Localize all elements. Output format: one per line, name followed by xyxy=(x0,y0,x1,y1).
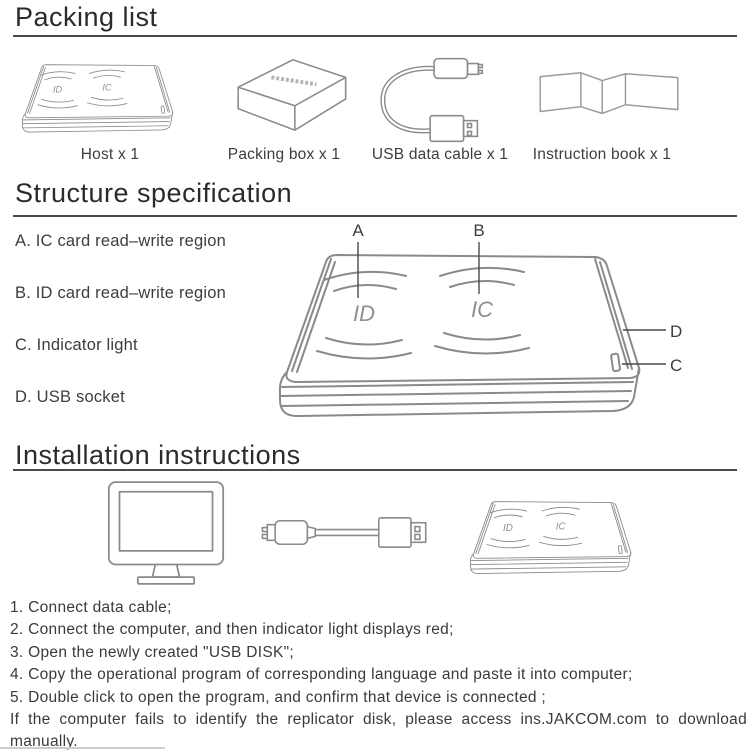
installation-step-1: 1. Connect data cable; xyxy=(10,599,172,616)
callout-c: C xyxy=(670,356,682,375)
usb-cable-figure xyxy=(380,57,484,143)
callout-b: B xyxy=(473,221,484,240)
instruction-book-caption: Instruction book x 1 xyxy=(532,146,672,163)
structure-label-a: A. IC card read–write region xyxy=(15,232,227,250)
installation-step-3: 3. Open the newly created "USB DISK"; xyxy=(10,643,295,661)
section-divider xyxy=(13,469,737,471)
installation-steps: 1. Connect data cable; 2. Connect the co… xyxy=(10,597,747,750)
device-figure xyxy=(470,486,662,582)
host-caption: Host x 1 xyxy=(80,146,140,163)
section-divider xyxy=(13,35,737,37)
callout-a: A xyxy=(352,221,364,240)
packing-box-caption: Packing box x 1 xyxy=(227,146,341,163)
packing-list-title: Packing list xyxy=(15,2,158,32)
callout-d: D xyxy=(670,322,682,341)
data-cable-figure xyxy=(261,517,427,548)
installation-step-4: 4. Copy the operational program of corre… xyxy=(10,666,633,684)
monitor-figure xyxy=(107,481,225,585)
installation-step-2: 2. Connect the computer, and then indica… xyxy=(10,621,454,639)
structure-label-b: B. ID card read–write region xyxy=(15,284,227,302)
structure-label-d: D. USB socket xyxy=(15,388,125,406)
installation-note: If the computer fails to identify the re… xyxy=(10,711,747,750)
packing-box-figure xyxy=(237,59,347,131)
usb-cable-caption: USB data cable x 1 xyxy=(371,146,509,163)
host-figure xyxy=(22,50,202,140)
installation-step-5: 5. Double click to open the program, and… xyxy=(10,688,547,706)
structure-label-c: C. Indicator light xyxy=(15,336,138,354)
structure-diagram: A B D C xyxy=(278,221,682,435)
box-print-text xyxy=(271,75,317,87)
instruction-book-figure xyxy=(539,72,679,115)
section-divider xyxy=(13,215,737,217)
callout-lines xyxy=(357,242,666,365)
installation-instructions-title: Installation instructions xyxy=(15,440,301,470)
page-edge-artifact xyxy=(0,747,165,749)
structure-specification-title: Structure specification xyxy=(15,178,293,208)
